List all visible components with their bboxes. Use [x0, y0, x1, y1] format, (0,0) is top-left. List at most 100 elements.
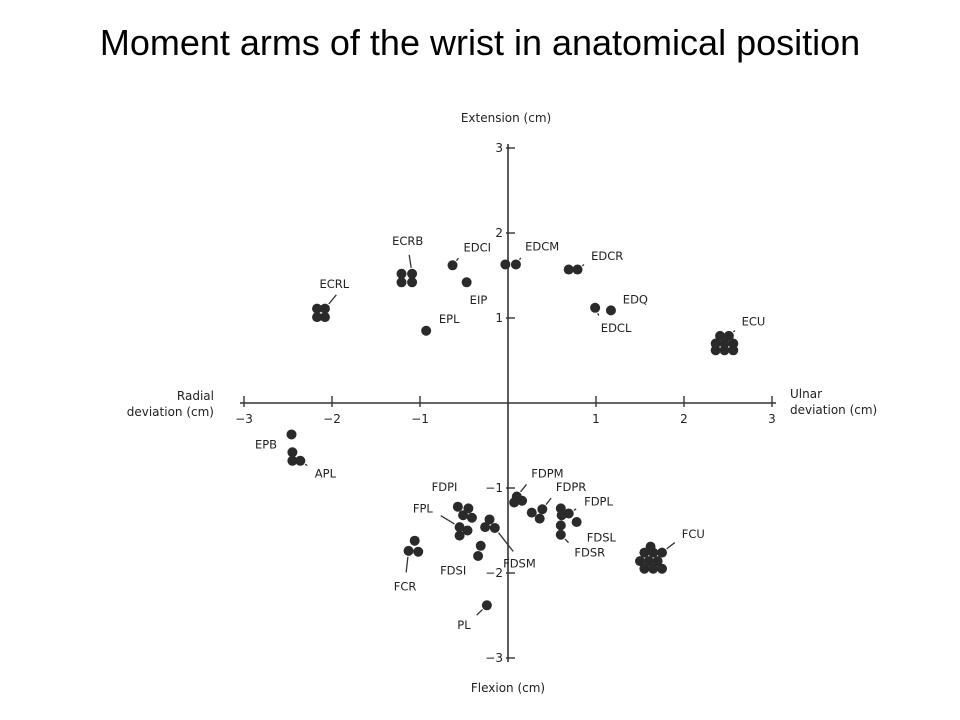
- x-axis-negative-label-line1: Radial: [177, 389, 214, 403]
- label-pl: PL: [457, 618, 471, 632]
- label-fdpl: FDPL: [584, 495, 613, 509]
- y-tick-label: −1: [485, 481, 503, 495]
- label-edcl: EDCL: [601, 321, 632, 335]
- y-tick-label: −2: [485, 566, 503, 580]
- point-fdpi: [458, 510, 469, 521]
- point-ecu: [728, 345, 739, 356]
- label-ecrb: ECRB: [392, 234, 423, 248]
- point-fdpm: [509, 497, 520, 508]
- point-ecrb: [396, 268, 407, 279]
- point-edcr: [563, 264, 574, 275]
- point-ecrl: [319, 312, 330, 323]
- label-fdpm: FDPM: [531, 467, 563, 481]
- x-tick-label: 3: [768, 412, 776, 426]
- label-edci: EDCI: [464, 240, 492, 254]
- point-ecrl: [312, 303, 323, 314]
- point-apl: [295, 455, 306, 466]
- point-fcu: [648, 563, 659, 574]
- label-fdsm: FDSM: [503, 556, 536, 570]
- point-fdsm: [489, 522, 500, 533]
- point-fpl: [454, 522, 465, 533]
- point-apl: [287, 455, 298, 466]
- x-tick-label: 1: [592, 412, 600, 426]
- axes: [240, 144, 776, 662]
- label-epl: EPL: [439, 312, 460, 326]
- label-edq: EDQ: [623, 292, 648, 306]
- x-axis-positive-label-line2: deviation (cm): [790, 403, 877, 417]
- label-fcr: FCR: [394, 579, 417, 593]
- leader-line-apl: [304, 463, 308, 467]
- point-ecu: [719, 345, 730, 356]
- point-fdsr: [555, 529, 566, 540]
- point-ecrb: [407, 277, 418, 288]
- label-fdpr: FDPR: [556, 480, 586, 494]
- label-apl: APL: [315, 467, 337, 481]
- leader-line-edcr: [581, 263, 585, 267]
- label-eip: EIP: [470, 293, 488, 307]
- y-tick-label: 2: [495, 226, 503, 240]
- label-fpl: FPL: [413, 501, 434, 515]
- leader-line-ecu: [732, 330, 736, 333]
- point-ecu: [710, 345, 721, 356]
- point-fcu: [657, 563, 667, 574]
- point-fdpi: [452, 501, 463, 512]
- point-fcr: [409, 535, 420, 546]
- point-edci: [447, 260, 458, 271]
- leader-line-pl: [476, 609, 484, 616]
- point-ecrb: [396, 277, 407, 288]
- data-points: [286, 259, 739, 611]
- x-tick-label: 2: [680, 412, 688, 426]
- point-edcl: [590, 302, 601, 313]
- x-tick-label: −1: [411, 412, 429, 426]
- point-apl: [287, 447, 298, 458]
- leader-line-fcr: [405, 556, 409, 573]
- point-ecrl: [319, 303, 330, 314]
- x-tick-label: −3: [235, 412, 253, 426]
- point-fcu: [657, 547, 667, 558]
- slide-title: Moment arms of the wrist in anatomical p…: [99, 22, 861, 63]
- y-tick-label: −3: [485, 651, 503, 665]
- point-ecu: [723, 330, 734, 341]
- point-pl: [481, 600, 492, 611]
- point-fdpi: [466, 512, 477, 523]
- point-fpl: [454, 530, 465, 541]
- leader-line-fdsm: [497, 532, 514, 552]
- point-fcr: [403, 545, 414, 556]
- point-fcu: [643, 556, 654, 567]
- leader-line-edci: [455, 257, 460, 262]
- point-fcu: [635, 556, 645, 567]
- point-fdpr: [526, 507, 537, 518]
- label-edcm: EDCM: [525, 240, 559, 254]
- point-fcu: [645, 541, 656, 552]
- point-epb: [286, 429, 297, 440]
- leader-lines: [304, 254, 736, 616]
- label-fdsi: FDSI: [440, 563, 466, 577]
- point-edcr: [572, 264, 583, 275]
- point-fdpm: [517, 495, 528, 506]
- point-epl: [421, 325, 432, 336]
- leader-line-fdsr: [564, 538, 570, 544]
- point-ecrb: [407, 268, 418, 279]
- label-fcu: FCU: [682, 527, 705, 541]
- point-fdpl: [556, 510, 567, 521]
- point-eip: [461, 277, 472, 288]
- x-tick-label: −2: [323, 412, 341, 426]
- y-axis-negative-label: Flexion (cm): [471, 681, 545, 695]
- x-axis-negative-label-line2: deviation (cm): [127, 405, 214, 419]
- point-fdsi: [473, 551, 484, 561]
- y-tick-label: 1: [495, 311, 503, 325]
- axis-titles: Extension (cm) Flexion (cm) Radial devia…: [127, 111, 878, 695]
- label-ecrl: ECRL: [319, 277, 349, 291]
- label-ecu: ECU: [742, 314, 766, 328]
- point-fcu: [652, 556, 663, 567]
- point-fcu: [639, 563, 650, 574]
- point-fdsi: [475, 540, 486, 551]
- leader-line-edcl: [597, 312, 600, 316]
- leader-line-fdpl: [573, 508, 577, 511]
- point-fdsl: [571, 517, 582, 527]
- point-fdpi: [463, 503, 474, 514]
- point-fdpr: [537, 504, 548, 515]
